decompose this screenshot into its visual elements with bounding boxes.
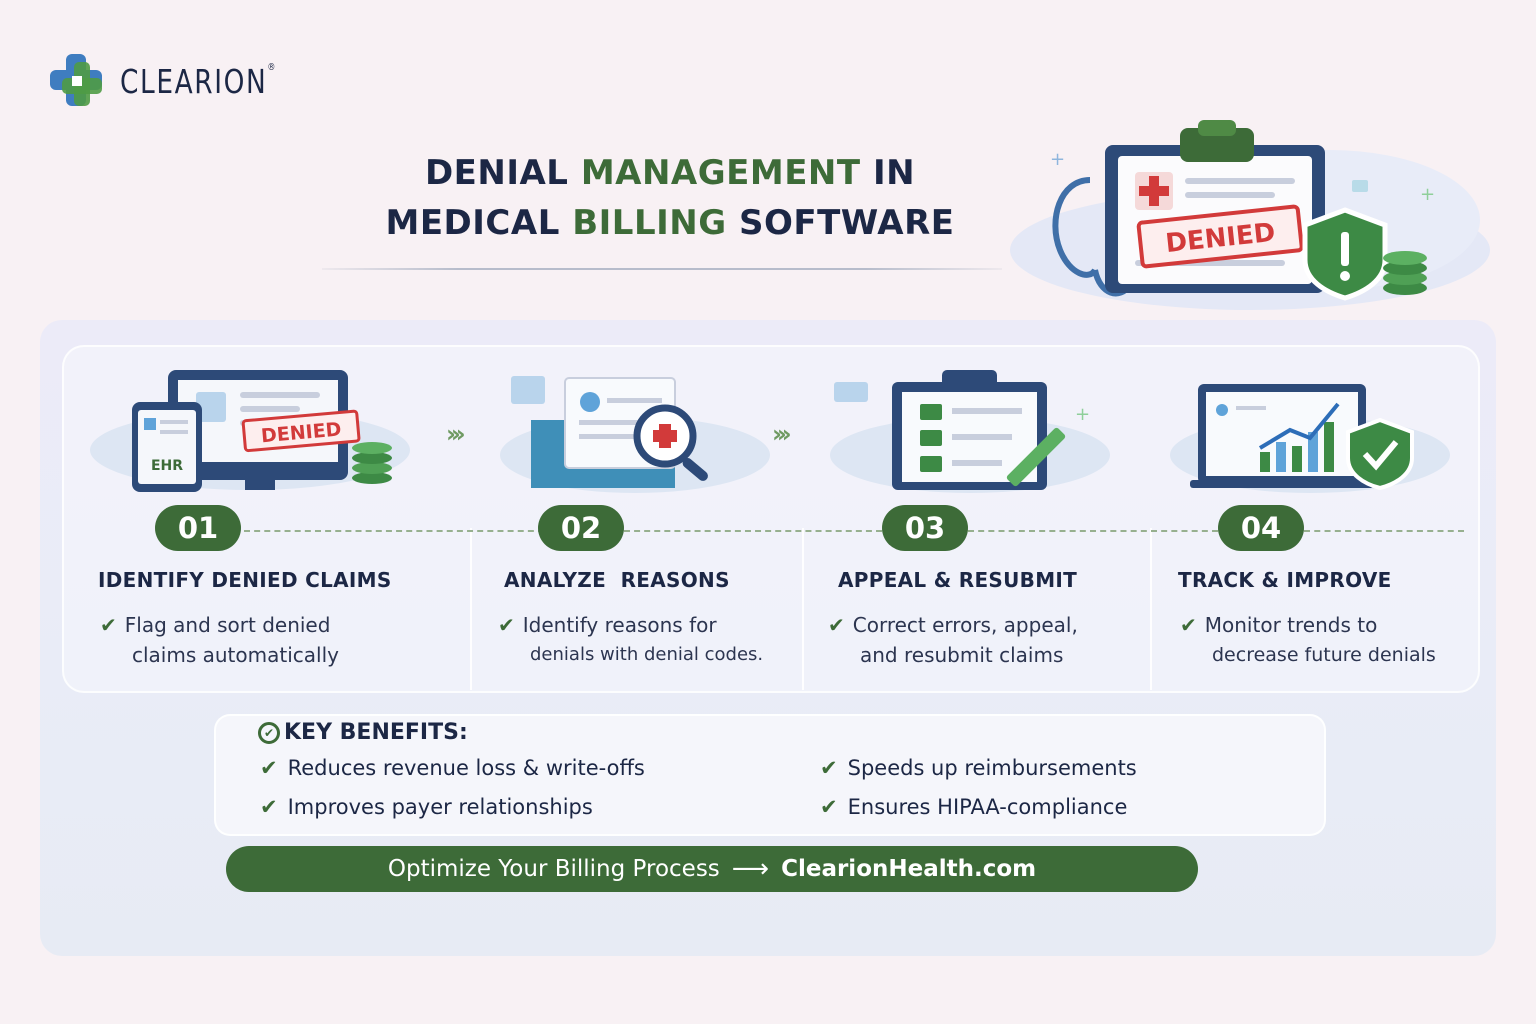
check-icon: ✔ [260, 756, 278, 780]
step-4-illustration [1160, 360, 1460, 495]
step-connector [624, 530, 882, 532]
title-line-2: MEDICAL BILLING SOFTWARE [385, 203, 955, 243]
step-description: ✔Correct errors, appeal, and resubmit cl… [828, 613, 1078, 667]
cta-website-link[interactable]: ClearionHealth.com [781, 856, 1037, 882]
cta-banner[interactable]: Optimize Your Billing Process ⟶ Clearion… [226, 846, 1198, 892]
check-circle-icon: ✔ [258, 721, 280, 744]
step-number: 01 [155, 505, 241, 551]
step-connector [968, 530, 1218, 532]
step-description: ✔Flag and sort denied claims automatical… [100, 613, 339, 667]
chevron-right-icon: ››› [446, 420, 466, 448]
svg-text:+: + [1420, 184, 1435, 205]
brand-name: CLEARION® [120, 61, 277, 101]
check-icon: ✔ [1180, 613, 1197, 637]
step-connector [244, 530, 544, 532]
arrow-right-icon: ⟶ [731, 854, 770, 884]
check-icon: ✔ [260, 795, 278, 819]
checkbox-icon [920, 404, 942, 420]
key-benefits-title: ✔ KEY BENEFITS: [258, 720, 468, 745]
cta-text: Optimize Your Billing Process [387, 856, 720, 882]
pencil-icon [1006, 427, 1066, 487]
title-divider [322, 268, 1002, 270]
page-title: DENIAL MANAGEMENT IN MEDICAL BILLING SOF… [330, 148, 1010, 248]
step-1-illustration: EHR DENIED [80, 360, 430, 495]
column-divider [470, 528, 472, 690]
svg-text:EHR: EHR [151, 458, 183, 474]
check-icon: ✔ [498, 613, 515, 637]
step-title: TRACK & IMPROVE [1178, 568, 1392, 592]
benefit-item: ✔Ensures HIPAA-compliance [820, 795, 1128, 819]
stethoscope-icon [1052, 177, 1098, 278]
step-number: 04 [1218, 505, 1304, 551]
trend-up-icon [1258, 402, 1340, 450]
chevron-right-icon: ››› [772, 420, 792, 448]
title-line-1: DENIAL MANAGEMENT IN [424, 153, 916, 193]
check-icon: ✔ [828, 613, 845, 637]
svg-text:+: + [1050, 149, 1065, 170]
brand-logo: CLEARION® [48, 50, 316, 112]
step-number: 02 [538, 505, 624, 551]
shield-check-icon [1346, 417, 1414, 491]
key-benefits-box [214, 714, 1326, 836]
svg-text:+: + [1075, 404, 1090, 425]
hero-illustration: DENIED + + [1000, 110, 1490, 310]
step-connector [1304, 530, 1464, 532]
coins-stack-icon [1383, 251, 1427, 295]
benefit-item: ✔Improves payer relationships [260, 795, 593, 819]
column-divider [1150, 528, 1152, 690]
column-divider [802, 528, 804, 690]
denied-stamp: DENIED [1136, 204, 1304, 269]
check-icon: ✔ [820, 795, 838, 819]
benefit-item: ✔Speeds up reimbursements [820, 756, 1137, 780]
step-title: IDENTIFY DENIED CLAIMS [98, 568, 392, 592]
step-3-illustration: + [820, 360, 1120, 495]
step-description: ✔Monitor trends to decrease future denia… [1180, 613, 1436, 666]
step-number: 03 [882, 505, 968, 551]
step-title: APPEAL & RESUBMIT [838, 568, 1078, 592]
step-2-illustration [495, 360, 775, 495]
benefit-item: ✔Reduces revenue loss & write-offs [260, 756, 645, 780]
coins-stack-icon [352, 442, 392, 484]
step-title: ANALYZE REASONS [504, 568, 730, 592]
check-icon: ✔ [820, 756, 838, 780]
medical-cross-logo-icon [48, 50, 106, 112]
check-icon: ✔ [100, 613, 117, 637]
clipboard-clip-icon [1180, 128, 1254, 162]
step-description: ✔Identify reasons for denials with denia… [498, 613, 764, 665]
